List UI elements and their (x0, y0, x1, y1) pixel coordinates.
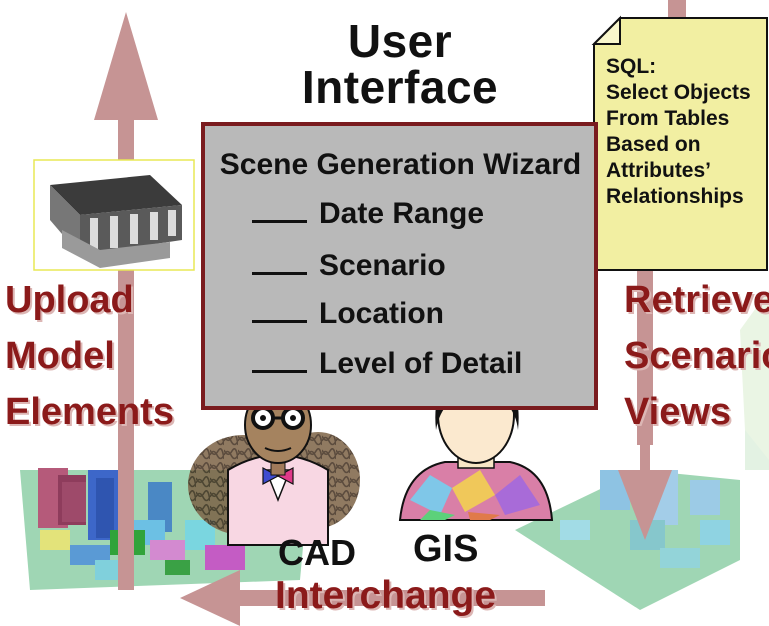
wizard-field-level-of-detail[interactable]: Level of Detail (252, 347, 522, 381)
retrieve-arrow (618, 0, 686, 540)
building-model (33, 159, 195, 271)
title-line-2: Interface (301, 61, 499, 113)
field-label: Location (319, 297, 444, 330)
field-label: Scenario (319, 249, 446, 282)
gis-caption: GIS (413, 528, 479, 570)
cad-character (188, 386, 360, 546)
scene-generation-wizard (201, 122, 598, 410)
wizard-field-location[interactable]: Location (252, 297, 444, 331)
blank-line (252, 219, 307, 223)
note-line: From Tables (606, 107, 730, 130)
wizard-field-date-range[interactable]: Date Range (252, 197, 484, 231)
note-line: Relationships (606, 185, 744, 208)
note-line: Attributes’ (606, 159, 711, 182)
sql-note-shape (591, 15, 768, 271)
blank-line (252, 369, 307, 373)
upload-label-line: Model (5, 335, 115, 377)
blank-line (252, 319, 307, 323)
note-line: Based on (606, 133, 701, 156)
retrieve-label: Retrieve Scenario Views (624, 272, 769, 440)
wizard-heading: Scene Generation Wizard (219, 148, 582, 181)
right-city-ground (515, 470, 740, 610)
cad-caption: CAD (278, 532, 356, 573)
interchange-arrow (180, 570, 545, 626)
upload-label-line: Elements (5, 391, 174, 433)
wizard-field-scenario[interactable]: Scenario (252, 249, 446, 283)
blank-line (252, 271, 307, 275)
interchange-label: Interchange (275, 574, 497, 617)
field-label: Date Range (319, 197, 485, 230)
retrieve-label-line: Views (624, 391, 732, 433)
title-line-1: User (347, 15, 453, 67)
sql-note-text: SQL: Select Objects From Tables Based on… (606, 54, 751, 210)
field-label: Level of Detail (319, 347, 523, 380)
left-city-buildings (38, 468, 245, 580)
note-line: Select Objects (606, 81, 751, 104)
right-light-wedge (740, 290, 769, 460)
retrieve-label-line: Scenario (624, 335, 769, 377)
note-line: SQL: (606, 55, 657, 78)
upload-arrow (94, 12, 158, 590)
upload-label-line: Upload (5, 279, 134, 321)
upload-label: Upload Model Elements (5, 272, 174, 440)
retrieve-label-line: Retrieve (624, 279, 769, 321)
